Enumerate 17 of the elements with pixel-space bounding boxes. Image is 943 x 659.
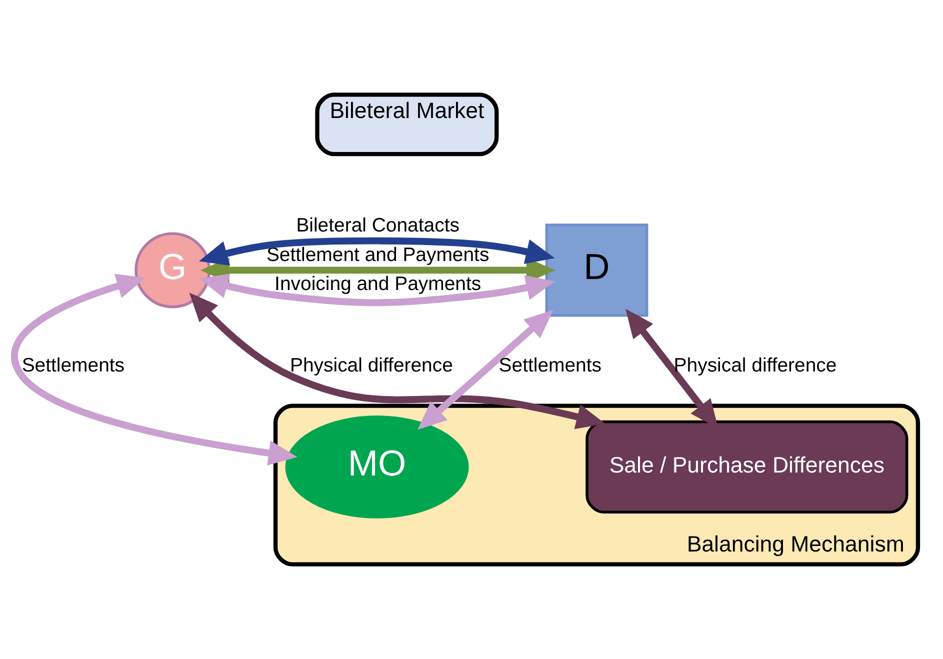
edge-label: Invoicing and Payments [274, 272, 482, 295]
arrow [11, 274, 298, 466]
arrow [198, 237, 555, 266]
edge-label: Physical difference [290, 354, 453, 376]
edge-label: Bileteral Conatacts [296, 214, 460, 237]
edge-label: Settlements [22, 354, 125, 376]
node-box: Bileteral Market [315, 92, 499, 156]
node-ellipse: MO [285, 416, 469, 518]
edge-label: Settlements [498, 354, 602, 376]
arrow [418, 310, 554, 430]
arrow [199, 274, 556, 306]
edge-label: Settlement and Payments [266, 244, 490, 266]
node-circle: G [134, 232, 211, 308]
edge-label: Physical difference [674, 354, 837, 376]
node-box: D [545, 224, 648, 317]
arrow [189, 292, 606, 430]
node-box: Sale / Purchase Differences [586, 420, 908, 514]
